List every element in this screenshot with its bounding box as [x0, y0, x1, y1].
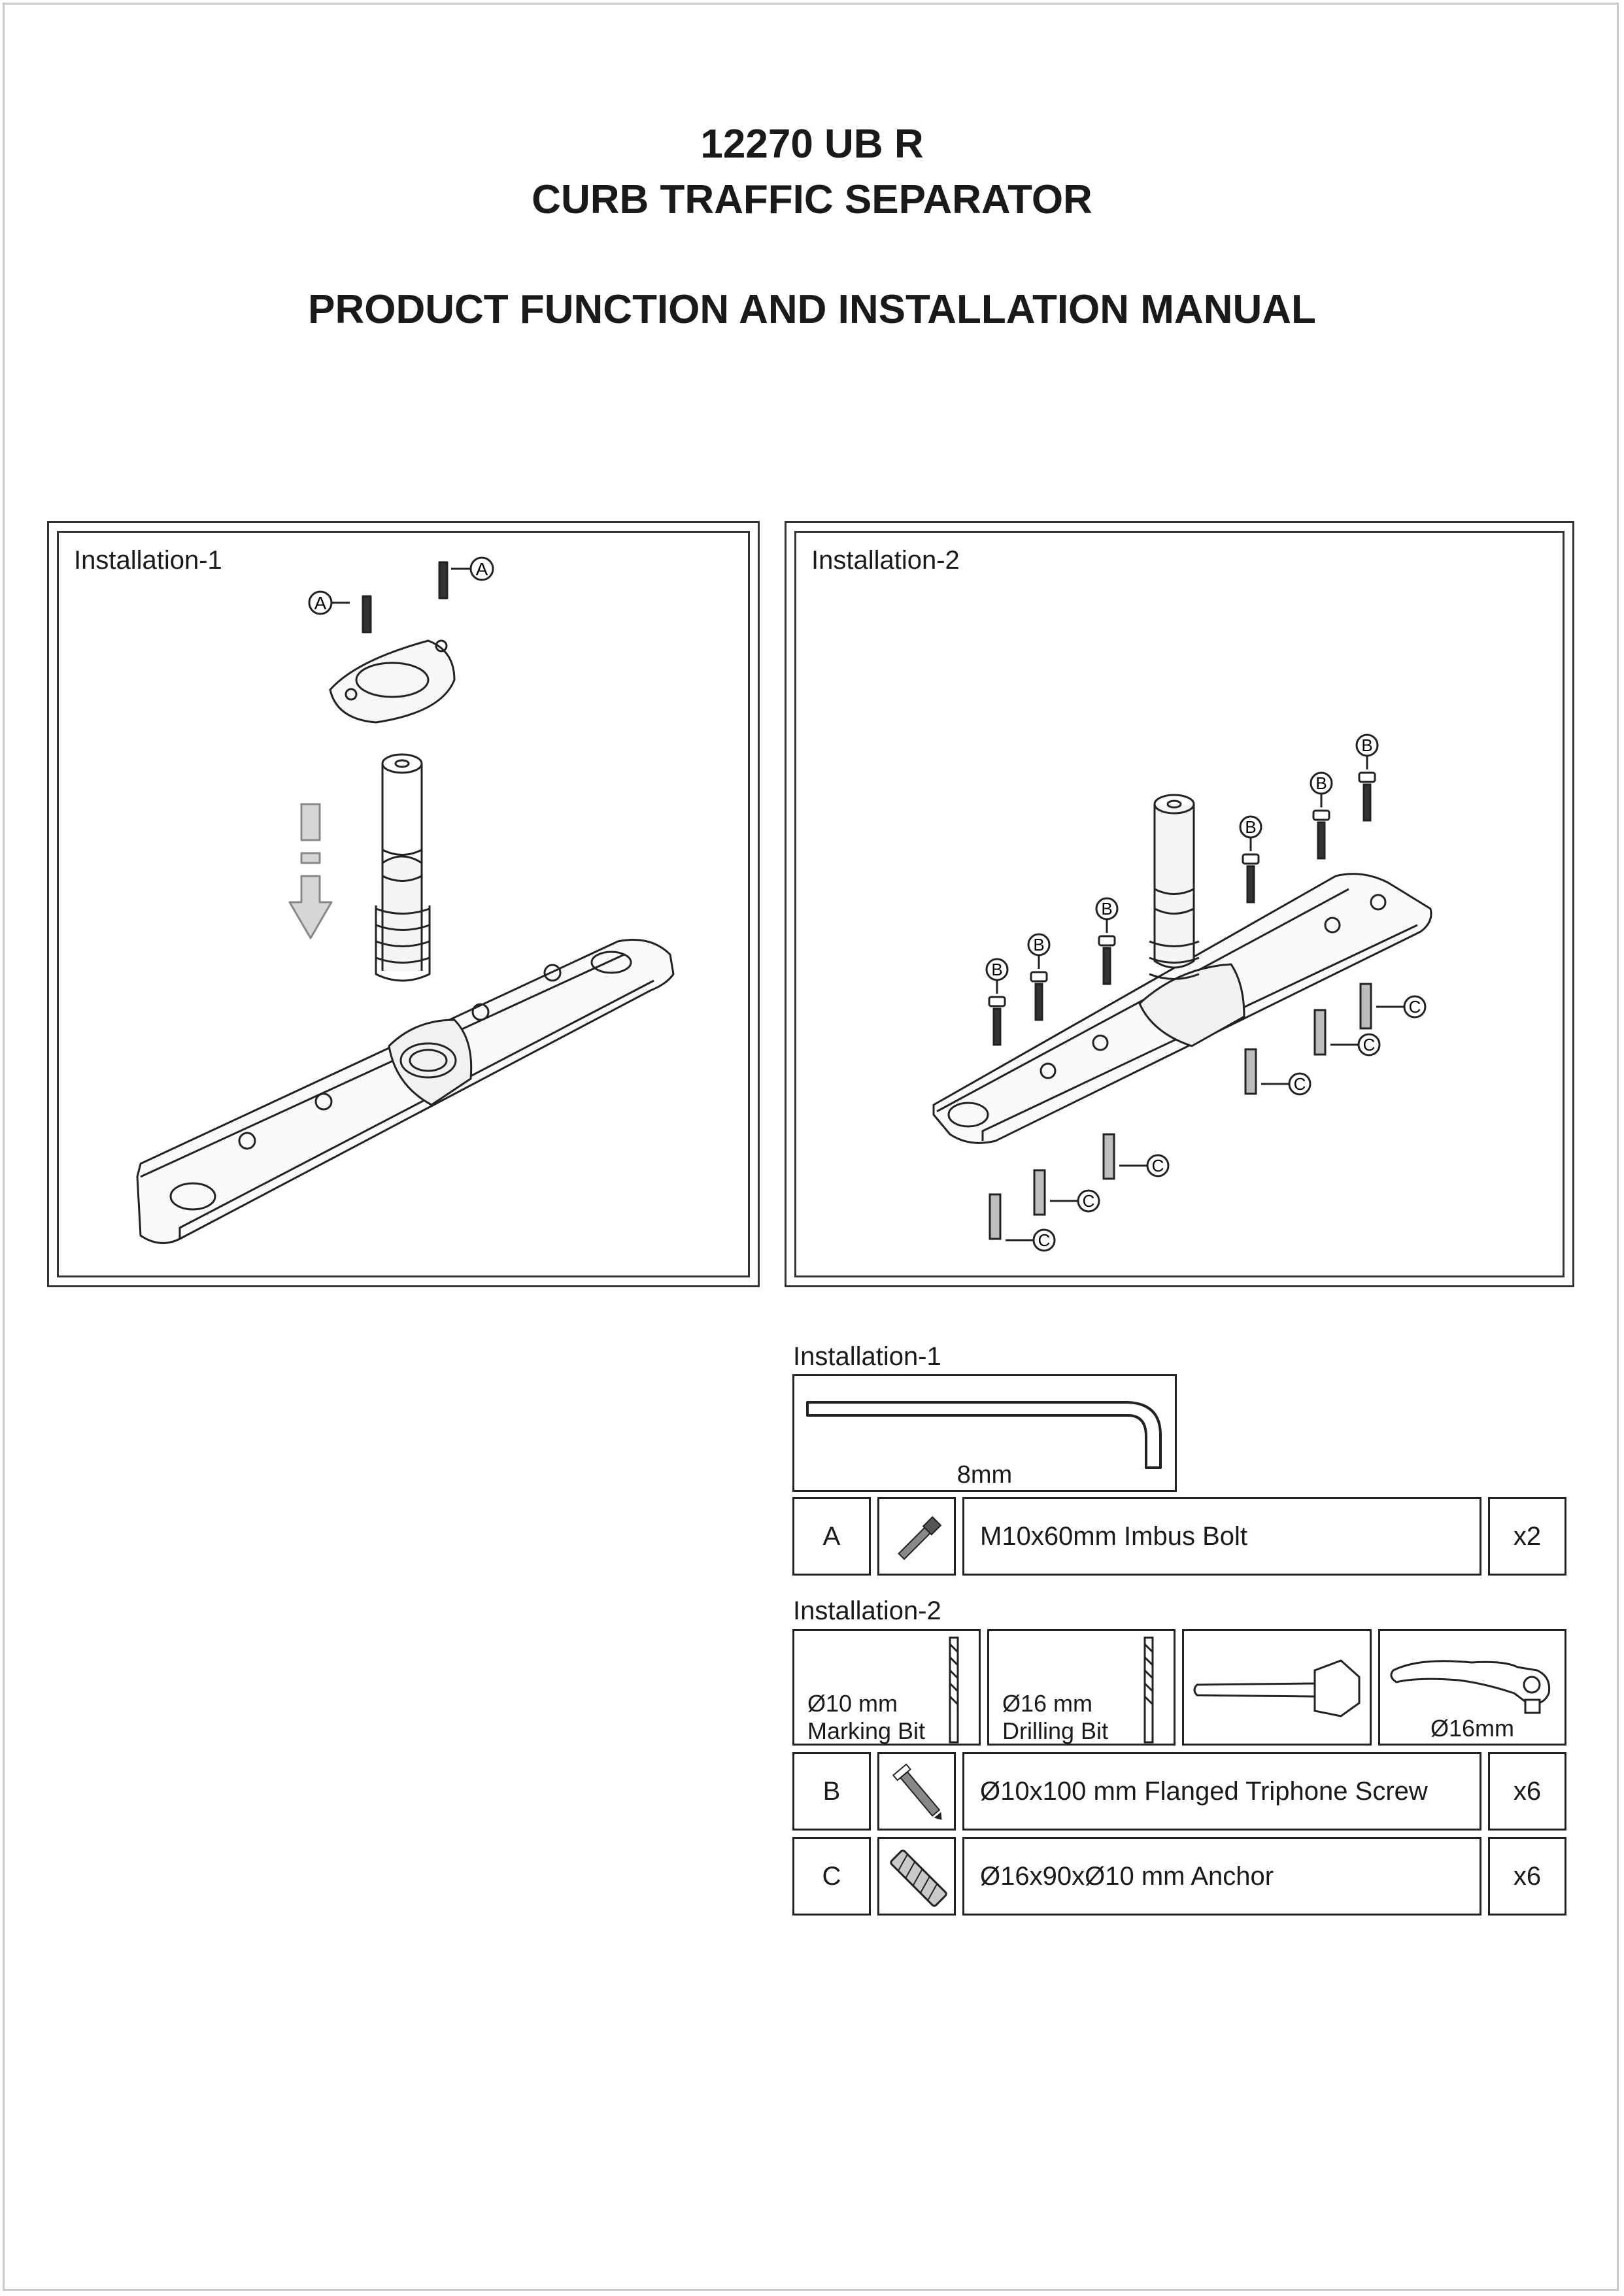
callout-b-6: B [1361, 735, 1372, 755]
installation-2-panel: Installation-2 [785, 521, 1574, 1287]
model-number: 12270 UB R [700, 122, 924, 167]
callout-c-5: C [1363, 1035, 1376, 1055]
hammer-tool-box [1182, 1629, 1372, 1746]
part-b-qty-text: x6 [1513, 1776, 1542, 1806]
installation-1-diagram: A A [136, 556, 675, 1244]
part-b-icon-box [877, 1752, 956, 1831]
part-a-code: A [792, 1497, 871, 1576]
callout-c-6: C [1409, 997, 1421, 1017]
callout-b-5: B [1315, 773, 1327, 793]
marking-bit-tool-box: Ø10 mm Marking Bit [792, 1629, 981, 1746]
part-b-description-text: Ø10x100 mm Flanged Triphone Screw [980, 1776, 1428, 1806]
callout-c-1: C [1038, 1230, 1051, 1250]
parts-installation-1-label: Installation-1 [793, 1342, 941, 1371]
part-a-description: M10x60mm Imbus Bolt [962, 1497, 1481, 1576]
part-c-icon-box [877, 1837, 956, 1916]
base-plate [136, 939, 675, 1244]
top-cap [329, 639, 456, 724]
callout-b-2: B [1033, 935, 1044, 954]
callout-c-4: C [1294, 1074, 1306, 1094]
drilling-bit-tool-box: Ø16 mm Drilling Bit [987, 1629, 1176, 1746]
product-name: CURB TRAFFIC SEPARATOR [532, 177, 1092, 222]
callout-a-2: A [314, 593, 327, 613]
callout-c-3: C [1152, 1156, 1164, 1175]
part-b-code-text: B [822, 1776, 841, 1806]
part-c-description-text: Ø16x90xØ10 mm Anchor [980, 1861, 1274, 1891]
drilling-bit-size: Ø16 mm [1002, 1690, 1093, 1717]
part-a-qty: x2 [1488, 1497, 1566, 1576]
drill-bit-icon [949, 1636, 959, 1744]
ratchet-size: Ø16mm [1430, 1715, 1515, 1742]
part-c-code: C [792, 1837, 871, 1916]
part-b-qty: x6 [1488, 1752, 1566, 1831]
part-a-code-text: A [822, 1521, 841, 1551]
ratchet-wrench-icon [1390, 1660, 1551, 1714]
part-c-qty-text: x6 [1513, 1861, 1542, 1891]
marking-bit-name: Marking Bit [807, 1717, 926, 1744]
allen-key-tool-box: 8mm [792, 1374, 1177, 1492]
drilling-bit-name: Drilling Bit [1002, 1717, 1109, 1744]
part-b-description: Ø10x100 mm Flanged Triphone Screw [962, 1752, 1481, 1831]
part-a-icon-box [877, 1497, 956, 1576]
part-c-description: Ø16x90xØ10 mm Anchor [962, 1837, 1481, 1916]
drill-bit-icon [1143, 1636, 1154, 1744]
part-c-code-text: C [822, 1861, 841, 1891]
manual-title: PRODUCT FUNCTION AND INSTALLATION MANUAL [308, 287, 1316, 332]
part-c-qty: x6 [1488, 1837, 1566, 1916]
part-a-description-text: M10x60mm Imbus Bolt [980, 1521, 1248, 1551]
part-a-qty-text: x2 [1513, 1521, 1542, 1551]
page-border [3, 3, 1619, 2291]
parts-installation-2-label: Installation-2 [793, 1596, 941, 1625]
installation-2-panel-frame [794, 531, 1565, 1277]
post [1153, 804, 1195, 969]
callout-b-4: B [1245, 817, 1256, 837]
allen-key-size: 8mm [956, 1461, 1013, 1489]
ratchet-tool-box: Ø16mm [1378, 1629, 1566, 1746]
flanged-screw-icon [892, 1763, 942, 1820]
installation-1-panel-frame [57, 531, 750, 1277]
callout-a-1: A [476, 559, 488, 579]
part-b-code: B [792, 1752, 871, 1831]
marking-bit-size: Ø10 mm [807, 1690, 898, 1717]
callout-c-2: C [1083, 1191, 1095, 1211]
allen-key-icon [806, 1401, 1162, 1469]
installation-2-panel-label: Installation-2 [811, 546, 960, 575]
installation-1-panel: Installation-1 [47, 521, 760, 1287]
callout-b-1: B [991, 960, 1002, 979]
installation-2-diagram: B B B B B B [932, 734, 1432, 1252]
imbus-bolt-icon [898, 1516, 942, 1561]
down-arrow-icon [288, 803, 333, 939]
callout-b-3: B [1101, 899, 1112, 919]
installation-1-panel-label: Installation-1 [74, 546, 222, 575]
anchor-icon [890, 1849, 947, 1907]
hammer-icon [1193, 1659, 1361, 1717]
